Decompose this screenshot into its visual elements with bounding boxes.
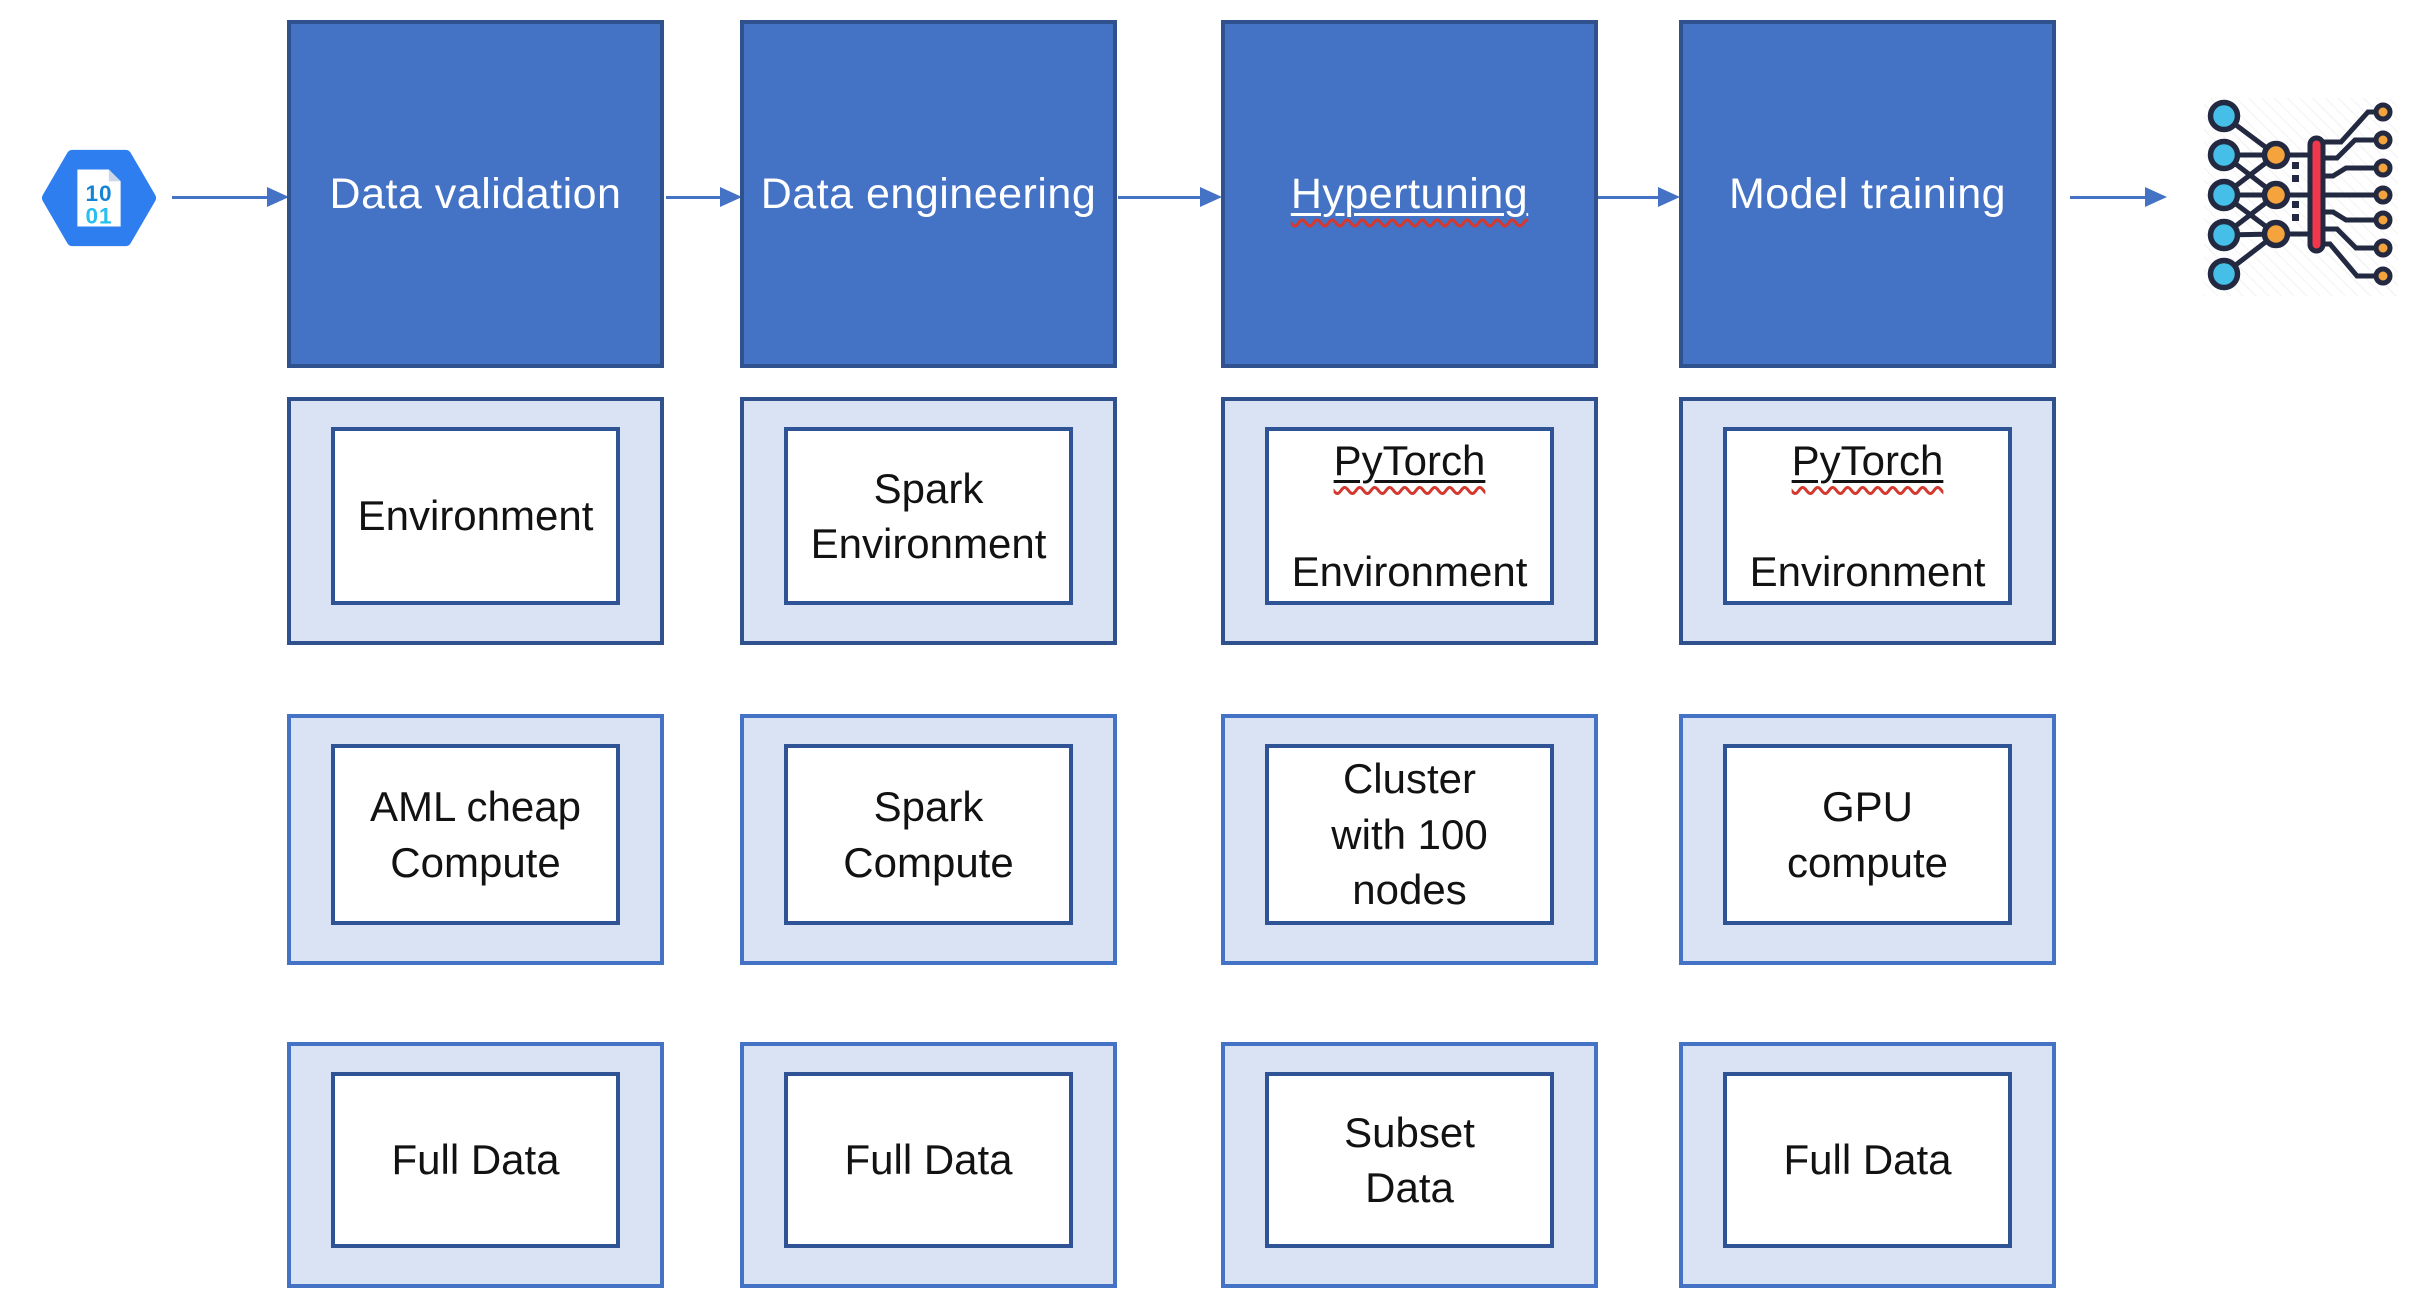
card-label: Cluster with 100 nodes bbox=[1331, 755, 1488, 914]
binary-digits-bottom: 01 bbox=[85, 204, 112, 229]
binary-data-file-svg: 10 01 bbox=[41, 149, 157, 247]
card-data: Full Data bbox=[1679, 1042, 2056, 1288]
card-label-line: Environment bbox=[1749, 547, 1986, 595]
card-compute: Cluster with 100 nodes bbox=[1221, 714, 1598, 965]
card-inner: Full Data bbox=[784, 1072, 1073, 1248]
card-inner: Cluster with 100 nodes bbox=[1265, 744, 1554, 925]
card-compute: GPU compute bbox=[1679, 714, 2056, 965]
stage-box-hypertuning: Hypertuning bbox=[1221, 20, 1598, 368]
card-label: Full Data bbox=[844, 1136, 1013, 1184]
binary-data-file-icon: 10 01 bbox=[40, 142, 158, 254]
card-data: Full Data bbox=[287, 1042, 664, 1288]
stage-box-data-validation: Data validation bbox=[287, 20, 664, 368]
card-environment: Environment bbox=[287, 397, 664, 645]
card-label: Spark Compute bbox=[843, 783, 1014, 886]
stage-title: Data engineering bbox=[760, 169, 1097, 218]
network-connections bbox=[2222, 109, 2376, 279]
card-label-line: Environment bbox=[1291, 547, 1528, 595]
flow-arrow bbox=[1598, 187, 1680, 207]
card-inner: PyTorch Environment bbox=[1265, 427, 1554, 605]
flow-arrow bbox=[2070, 187, 2167, 207]
card-inner: Spark Environment bbox=[784, 427, 1073, 605]
neural-network-svg bbox=[2207, 99, 2393, 291]
card-label-line: PyTorch bbox=[1292, 433, 1528, 488]
card-compute: AML cheap Compute bbox=[287, 714, 664, 965]
card-inner: Full Data bbox=[331, 1072, 620, 1248]
card-environment: PyTorch Environment bbox=[1221, 397, 1598, 645]
neural-network-icon bbox=[2204, 98, 2398, 296]
card-inner: Subset Data bbox=[1265, 1072, 1554, 1248]
output-nodes bbox=[2373, 102, 2393, 286]
hidden-nodes bbox=[2261, 140, 2291, 249]
card-inner: Environment bbox=[331, 427, 620, 605]
stage-title: Data validation bbox=[329, 169, 622, 218]
stage-column-data-engineering: Data engineering Spark Environment Spark… bbox=[740, 0, 1117, 1309]
stage-title: Hypertuning bbox=[1290, 169, 1529, 218]
card-compute: Spark Compute bbox=[740, 714, 1117, 965]
card-data: Subset Data bbox=[1221, 1042, 1598, 1288]
misspelled-word: PyTorch bbox=[1791, 436, 1944, 484]
stage-column-data-validation: Data validation Environment AML cheap Co… bbox=[287, 0, 664, 1309]
card-label: Spark Environment bbox=[810, 464, 1047, 567]
misspelled-word-wrap: PyTorch bbox=[1334, 437, 1486, 484]
card-inner: Full Data bbox=[1723, 1072, 2012, 1248]
card-label: Subset Data bbox=[1344, 1108, 1475, 1211]
misspelled-word: PyTorch bbox=[1333, 436, 1486, 484]
document-fold-corner bbox=[108, 169, 121, 182]
flow-arrow bbox=[1118, 187, 1222, 207]
misspelled-word-wrap: Hypertuning bbox=[1291, 170, 1528, 219]
card-environment: Spark Environment bbox=[740, 397, 1117, 645]
input-nodes bbox=[2207, 99, 2241, 291]
document-shape bbox=[77, 169, 121, 227]
red-bar bbox=[2307, 135, 2326, 254]
stage-column-model-training: Model training PyTorch Environment GPU c… bbox=[1679, 0, 2056, 1309]
card-label: PyTorch Environment bbox=[1750, 377, 1986, 654]
misspelled-word-wrap: PyTorch bbox=[1792, 437, 1944, 484]
flow-arrow bbox=[666, 187, 742, 207]
card-inner: GPU compute bbox=[1723, 744, 2012, 925]
stage-box-model-training: Model training bbox=[1679, 20, 2056, 368]
card-data: Full Data bbox=[740, 1042, 1117, 1288]
stage-box-data-engineering: Data engineering bbox=[740, 20, 1117, 368]
dotted-squares bbox=[2292, 162, 2299, 221]
card-label: PyTorch Environment bbox=[1292, 377, 1528, 654]
stage-column-hypertuning: Hypertuning PyTorch Environment Cluster … bbox=[1221, 0, 1598, 1309]
card-label: Full Data bbox=[391, 1136, 560, 1184]
card-environment: PyTorch Environment bbox=[1679, 397, 2056, 645]
binary-digits-top: 10 bbox=[85, 181, 112, 206]
card-inner: AML cheap Compute bbox=[331, 744, 620, 925]
card-inner: Spark Compute bbox=[784, 744, 1073, 925]
card-label: AML cheap Compute bbox=[370, 783, 581, 886]
card-label: Environment bbox=[357, 492, 594, 540]
card-label: Full Data bbox=[1783, 1136, 1952, 1184]
card-label-line: PyTorch bbox=[1750, 433, 1986, 488]
card-inner: PyTorch Environment bbox=[1723, 427, 2012, 605]
card-label: GPU compute bbox=[1786, 783, 1949, 886]
flow-arrow bbox=[172, 187, 289, 207]
stage-title: Model training bbox=[1728, 169, 2007, 218]
